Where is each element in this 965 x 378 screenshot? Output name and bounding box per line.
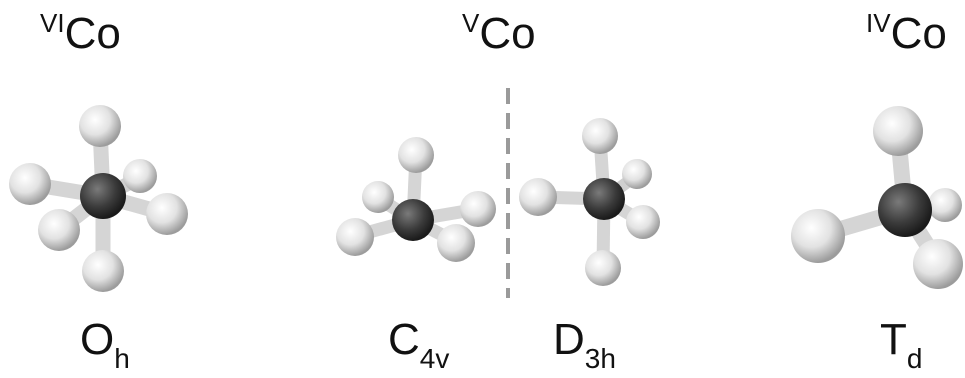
symmetry-td-sub: d (906, 343, 923, 374)
label-vi-co: VICo (40, 9, 121, 58)
symmetry-label-oh: Oh (80, 315, 130, 373)
symmetry-oh-sub: h (114, 343, 130, 374)
label-v-co-superscript: V (462, 8, 480, 38)
label-vi-co-superscript: VI (40, 8, 65, 38)
symmetry-c4v-sub: 4v (419, 343, 450, 374)
label-iv-co: IVCo (866, 9, 947, 58)
trigonal-bipyramidal-molecule (519, 118, 660, 286)
octahedral-molecule (9, 105, 188, 292)
tetrahedral-molecule (791, 106, 963, 289)
symmetry-c4v-main: C (388, 315, 420, 364)
symmetry-label-td: Td (880, 315, 922, 373)
label-iv-co-element: Co (890, 9, 947, 58)
symmetry-label-d3h: D3h (553, 315, 616, 373)
label-vi-co-element: Co (64, 9, 121, 58)
label-v-co: VCo (462, 9, 536, 58)
label-iv-co-superscript: IV (866, 8, 891, 38)
square-pyramidal-molecule (336, 137, 496, 262)
symmetry-d3h-sub: 3h (584, 343, 616, 374)
symmetry-label-c4v: C4v (388, 315, 449, 373)
symmetry-td-main: T (880, 315, 907, 364)
label-v-co-element: Co (479, 9, 536, 58)
symmetry-d3h-main: D (553, 315, 585, 364)
symmetry-oh-main: O (80, 315, 115, 364)
